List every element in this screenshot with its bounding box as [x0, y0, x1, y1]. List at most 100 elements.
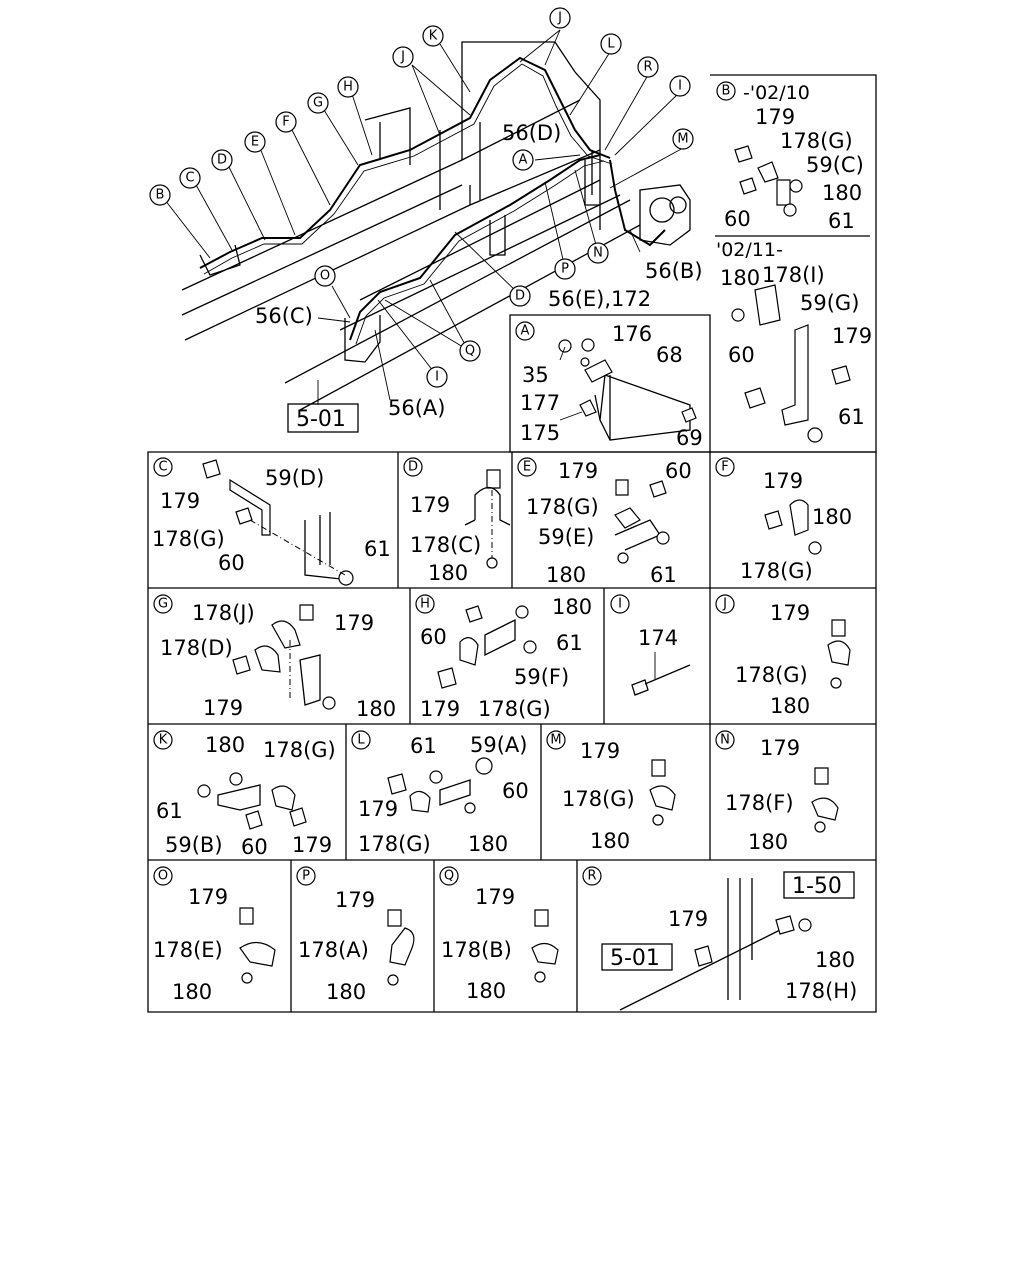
brake-booster — [639, 184, 691, 246]
callout-i: I — [669, 75, 691, 97]
svg-text:I: I — [618, 597, 622, 612]
a-177: 177 — [520, 391, 560, 415]
k-61: 61 — [156, 799, 183, 823]
p-178a: 178(A) — [298, 938, 369, 962]
b-60: 60 — [724, 207, 751, 231]
callout-a: A — [512, 149, 534, 171]
p-180: 180 — [326, 980, 366, 1004]
callout-g: G — [307, 92, 329, 114]
e-60: 60 — [665, 459, 692, 483]
svg-text:B: B — [156, 188, 165, 203]
overview-callouts: B C D E F G H J K J L R I M A N P D O Q … — [149, 7, 694, 388]
j-180: 180 — [770, 694, 810, 718]
panel-g: G 178(J) 179 178(D) 179 180 — [153, 594, 396, 721]
svg-text:L: L — [357, 733, 365, 748]
svg-text:E: E — [251, 135, 259, 150]
svg-text:A: A — [521, 324, 530, 339]
svg-text:L: L — [607, 37, 615, 52]
svg-text:H: H — [343, 80, 353, 95]
svg-text:A: A — [519, 153, 528, 168]
callout-q: Q — [459, 340, 481, 362]
callout-h: H — [337, 76, 359, 98]
svg-text:Q: Q — [465, 344, 475, 359]
d-179: 179 — [410, 493, 450, 517]
callout-m: M — [672, 128, 694, 150]
k-180: 180 — [205, 733, 245, 757]
svg-text:C: C — [158, 460, 167, 475]
e-178g: 178(G) — [526, 495, 599, 519]
svg-text:K: K — [429, 29, 438, 44]
ref-5-01: 5-01 — [296, 407, 346, 432]
b-179: 179 — [755, 105, 795, 129]
o-178e: 178(E) — [153, 938, 223, 962]
l-61: 61 — [410, 734, 437, 758]
g-179: 179 — [334, 611, 374, 635]
svg-text:H: H — [420, 597, 430, 612]
panel-p: P 179 178(A) 180 — [296, 866, 415, 1004]
callout-p: P — [554, 258, 576, 280]
svg-text:O: O — [158, 869, 168, 884]
m-178g: 178(G) — [562, 787, 635, 811]
rear-bracket — [199, 244, 381, 363]
h-178g: 178(G) — [478, 697, 551, 721]
panel-a: A 176 35 68 177 175 69 — [515, 321, 703, 450]
r-179: 179 — [668, 907, 708, 931]
a-69: 69 — [676, 426, 703, 450]
c-61: 61 — [364, 537, 391, 561]
svg-text:D: D — [515, 289, 525, 304]
a-35: 35 — [522, 363, 549, 387]
q-180: 180 — [466, 979, 506, 1003]
n-178f: 178(F) — [725, 791, 794, 815]
svg-text:B: B — [722, 84, 731, 99]
c-60: 60 — [218, 551, 245, 575]
callout-j: J — [392, 46, 414, 68]
svg-text:P: P — [561, 262, 569, 277]
r-178h: 178(H) — [785, 979, 857, 1003]
b-61: 61 — [828, 209, 855, 233]
b-60-2: 60 — [728, 343, 755, 367]
svg-text:P: P — [302, 869, 310, 884]
panel-e: E 179 60 178(G) 59(E) 180 61 — [517, 457, 692, 587]
e-180: 180 — [546, 563, 586, 587]
q-179: 179 — [475, 885, 515, 909]
b-178g: 178(G) — [780, 129, 853, 153]
panel-m: M 179 178(G) 180 — [546, 730, 676, 853]
l-179: 179 — [358, 797, 398, 821]
svg-text:N: N — [593, 246, 603, 261]
callout-e: E — [244, 131, 266, 153]
f-178g: 178(G) — [740, 559, 813, 583]
a-68: 68 — [656, 343, 683, 367]
svg-text:G: G — [158, 597, 168, 612]
b-180-2: 180 — [720, 266, 760, 290]
svg-text:M: M — [550, 733, 561, 748]
svg-text:R: R — [643, 60, 652, 75]
callout-i: I — [426, 366, 448, 388]
b-subtitle2: '02/11- — [716, 239, 783, 261]
h-180: 180 — [552, 595, 592, 619]
panel-q: Q 179 178(B) 180 — [439, 866, 559, 1003]
k-178g: 178(G) — [263, 738, 336, 762]
m-180: 180 — [590, 829, 630, 853]
callout-c: C — [179, 167, 201, 189]
b-subtitle: -'02/10 — [743, 82, 810, 104]
svg-text:J: J — [400, 50, 405, 65]
callout-leaders — [164, 29, 684, 405]
r-180: 180 — [815, 948, 855, 972]
a-176: 176 — [612, 322, 652, 346]
label-56e-172: 56(E),172 — [548, 287, 651, 311]
panel-n: N 179 178(F) 180 — [715, 730, 839, 854]
callout-o: O — [314, 265, 336, 287]
panel-l: L 61 59(A) 179 60 178(G) 180 — [351, 730, 529, 856]
f-179: 179 — [763, 469, 803, 493]
panel-i: I 174 — [610, 594, 691, 696]
a-175: 175 — [520, 421, 560, 445]
panel-r: R 179 1-50 5-01 180 178(H) — [582, 866, 857, 1011]
callout-b: B — [149, 184, 171, 206]
k-60: 60 — [241, 835, 268, 859]
h-179: 179 — [420, 697, 460, 721]
c-59d: 59(D) — [265, 466, 324, 490]
svg-text:K: K — [159, 733, 168, 748]
g-179-2: 179 — [203, 696, 243, 720]
b-178i: 178(I) — [762, 263, 825, 287]
